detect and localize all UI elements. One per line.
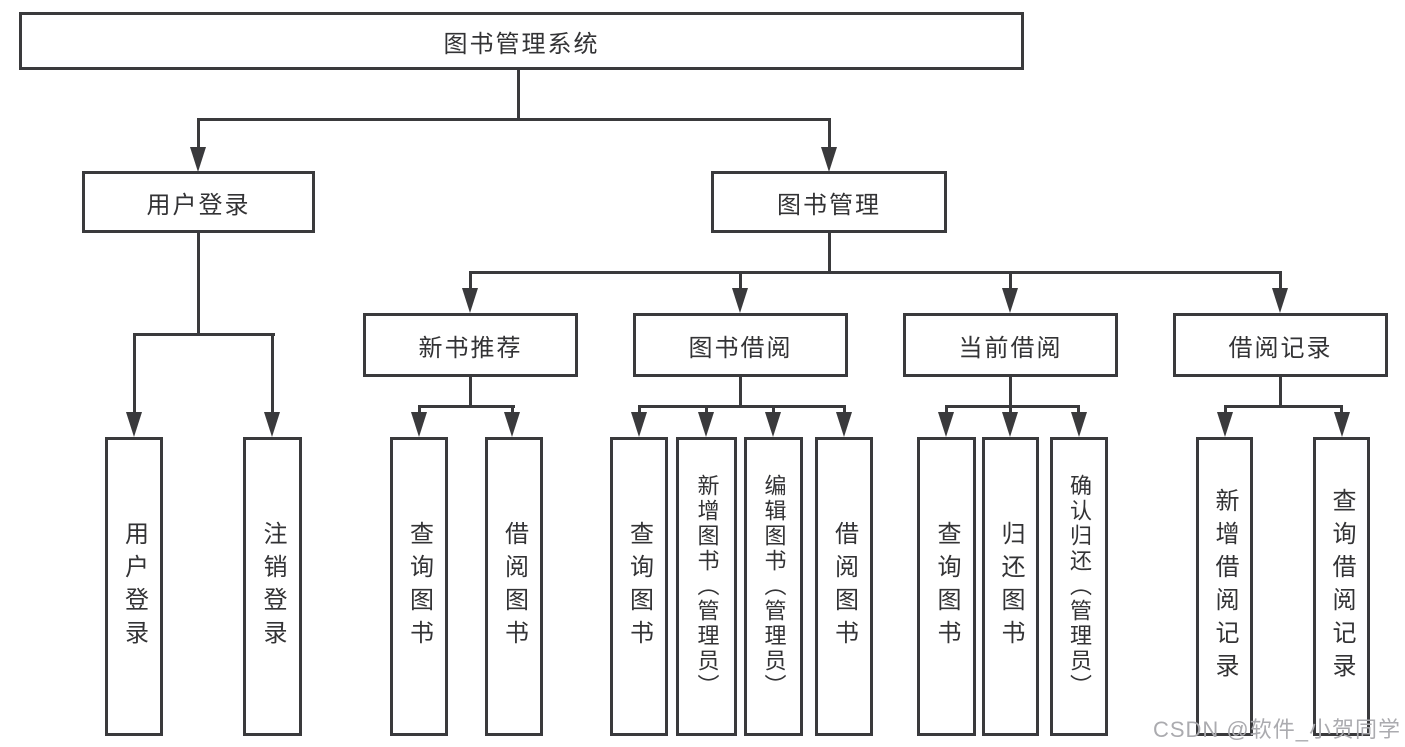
connector-shaft xyxy=(271,333,274,415)
connector-shaft xyxy=(1009,271,1012,291)
node-borrow-books-recommend: 借阅图书 xyxy=(485,437,543,736)
node-borrow-records: 借阅记录 xyxy=(1173,313,1388,377)
connector-shaft xyxy=(418,405,421,417)
connector-stem xyxy=(469,377,472,408)
node-label: 注销登录 xyxy=(259,520,286,653)
node-logout-leaf: 注销登录 xyxy=(243,437,302,736)
arrowhead-icon xyxy=(190,147,206,172)
arrowhead-icon xyxy=(1334,412,1350,437)
arrowhead-icon xyxy=(938,412,954,437)
connector-shaft xyxy=(828,118,831,150)
connector-shaft xyxy=(469,271,472,291)
connector-userlogin-crossbar xyxy=(133,333,275,336)
arrowhead-icon xyxy=(1071,412,1087,437)
arrowhead-icon xyxy=(264,412,280,437)
arrowhead-icon xyxy=(821,147,837,172)
connector-shaft xyxy=(1340,405,1343,417)
node-edit-book-admin: 编辑图书（管理员） xyxy=(744,437,803,736)
node-label: 图书借阅 xyxy=(688,334,793,362)
node-borrow-books-leaf: 借阅图书 xyxy=(815,437,873,736)
node-label: 查询图书 xyxy=(625,520,653,653)
connector-shaft xyxy=(705,405,708,417)
node-query-borrow-record: 查询借阅记录 xyxy=(1313,437,1370,736)
connector-root-stem xyxy=(517,68,520,121)
arrowhead-icon xyxy=(411,412,427,437)
node-label: 图书管理系统 xyxy=(443,30,600,58)
node-add-book-admin: 新增图书（管理员） xyxy=(676,437,737,736)
arrowhead-icon xyxy=(126,412,142,437)
node-label: 查询图书 xyxy=(933,520,960,653)
arrowhead-icon xyxy=(631,412,647,437)
connector-crossbar xyxy=(945,405,1080,408)
connector-crossbar xyxy=(638,405,846,408)
connector-shaft xyxy=(511,405,514,417)
arrowhead-icon xyxy=(1272,288,1288,313)
connector-stem xyxy=(739,377,742,408)
connector-stem xyxy=(1009,377,1012,408)
node-label: 确认归还（管理员） xyxy=(1067,474,1092,699)
connector-shaft xyxy=(1224,405,1227,417)
node-label: 归还图书 xyxy=(997,520,1024,653)
node-label: 当前借阅 xyxy=(958,334,1063,362)
node-label: 借阅记录 xyxy=(1228,334,1333,362)
connector-userlogin-stem xyxy=(197,233,200,336)
node-label: 新书推荐 xyxy=(418,334,523,362)
connector-crossbar xyxy=(418,405,515,408)
arrowhead-icon xyxy=(462,288,478,313)
connector-shaft xyxy=(133,333,136,415)
connector-bookmgmt-crossbar xyxy=(469,271,1282,274)
arrowhead-icon xyxy=(836,412,852,437)
node-label: 用户登录 xyxy=(146,191,251,219)
connector-shaft xyxy=(843,405,846,417)
node-new-book-recommend: 新书推荐 xyxy=(363,313,578,377)
connector-shaft xyxy=(1009,405,1012,417)
node-current-borrow: 当前借阅 xyxy=(903,313,1118,377)
node-add-borrow-record: 新增借阅记录 xyxy=(1196,437,1253,736)
connector-shaft xyxy=(197,118,200,150)
node-label: 借阅图书 xyxy=(500,520,528,653)
node-label: 新增图书（管理员） xyxy=(694,474,720,699)
node-label: 编辑图书（管理员） xyxy=(761,474,787,699)
connector-stem xyxy=(1279,377,1282,408)
connector-crossbar xyxy=(1224,405,1343,408)
arrowhead-icon xyxy=(765,412,781,437)
node-book-borrow: 图书借阅 xyxy=(633,313,848,377)
node-query-books-current: 查询图书 xyxy=(917,437,976,736)
node-label: 借阅图书 xyxy=(830,520,858,653)
arrowhead-icon xyxy=(732,288,748,313)
connector-shaft xyxy=(739,271,742,291)
node-query-books-borrow: 查询图书 xyxy=(610,437,668,736)
arrowhead-icon xyxy=(698,412,714,437)
node-label: 图书管理 xyxy=(777,191,881,219)
connector-shaft xyxy=(772,405,775,417)
node-label: 用户登录 xyxy=(120,520,148,653)
arrowhead-icon xyxy=(1002,412,1018,437)
arrowhead-icon xyxy=(504,412,520,437)
connector-bookmgmt-stem xyxy=(828,233,831,274)
connector-shaft xyxy=(945,405,948,417)
node-root-library-system: 图书管理系统 xyxy=(19,12,1024,70)
connector-shaft xyxy=(1077,405,1080,417)
arrowhead-icon xyxy=(1002,288,1018,313)
node-label: 新增借阅记录 xyxy=(1211,487,1238,686)
node-book-management: 图书管理 xyxy=(711,171,947,233)
csdn-watermark: CSDN @软件_小贺同学 xyxy=(1152,717,1401,742)
node-label: 查询借阅记录 xyxy=(1328,487,1355,686)
connector-shaft xyxy=(1279,271,1282,291)
node-return-book: 归还图书 xyxy=(982,437,1039,736)
connector-root-crossbar xyxy=(197,118,831,121)
node-user-login: 用户登录 xyxy=(82,171,315,233)
node-query-books-recommend: 查询图书 xyxy=(390,437,448,736)
node-label: 查询图书 xyxy=(405,520,433,653)
node-confirm-return-admin: 确认归还（管理员） xyxy=(1050,437,1108,736)
node-user-login-leaf: 用户登录 xyxy=(105,437,163,736)
connector-shaft xyxy=(638,405,641,417)
arrowhead-icon xyxy=(1217,412,1233,437)
